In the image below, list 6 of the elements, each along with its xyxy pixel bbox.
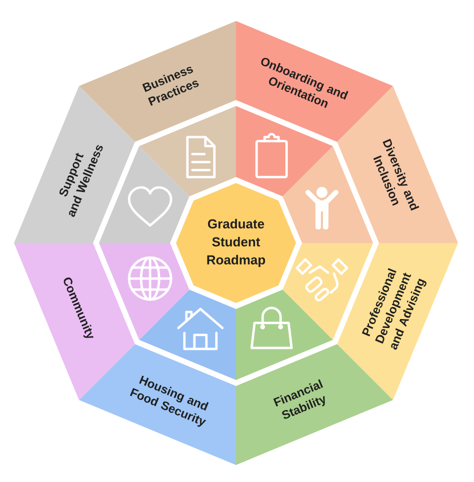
icon-tile bbox=[236, 290, 333, 380]
icon-tile bbox=[99, 243, 190, 340]
icon-tile bbox=[282, 146, 373, 243]
icon-tile bbox=[236, 106, 333, 196]
icon-tile bbox=[139, 106, 236, 196]
hub-octagon: Graduate Student Roadmap bbox=[176, 183, 296, 303]
